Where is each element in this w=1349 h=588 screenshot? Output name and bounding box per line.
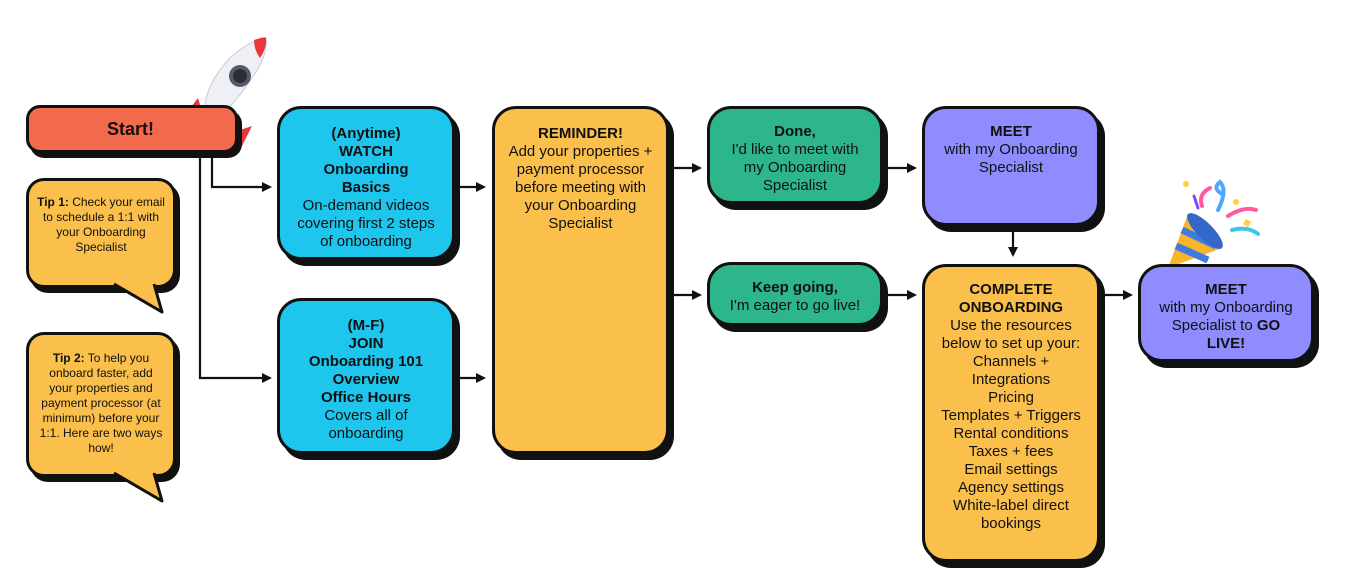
reminder-box: REMINDER! Add your properties + payment …	[492, 106, 669, 454]
go-live-emphasis: GO LIVE!	[1206, 317, 1281, 352]
join-line5: Office Hours	[320, 389, 411, 406]
tip-1-tail	[113, 282, 164, 314]
watch-line3: Onboarding	[323, 161, 409, 178]
tip-1-title: Tip 1:	[37, 195, 69, 209]
done-body: I'd like to meet with my Onboarding Spec…	[731, 141, 859, 194]
keep-going-box: Keep going, I'm eager to go live!	[707, 262, 883, 326]
join-line1: (M-F)	[347, 317, 385, 334]
tip-1-bubble: Tip 1: Check your email to schedule a 1:…	[26, 178, 176, 288]
tip-2-text: To help you onboard faster, add your pro…	[39, 351, 163, 455]
party-popper-icon	[1168, 179, 1260, 268]
complete-item: White-label direct bookings	[953, 497, 1069, 532]
watch-line1: (Anytime)	[331, 125, 401, 142]
reminder-title: REMINDER!	[538, 125, 623, 142]
meet-box: MEET with my Onboarding Specialist	[922, 106, 1100, 226]
watch-line2: WATCH	[339, 143, 393, 160]
join-line2: JOIN	[348, 335, 384, 352]
done-box: Done, I'd like to meet with my Onboardin…	[707, 106, 883, 204]
start-node: Start!	[26, 105, 238, 153]
join-body: Covers all of onboarding	[324, 407, 408, 442]
start-label: Start!	[107, 119, 155, 139]
tip-1-text: Check your email to schedule a 1:1 with …	[42, 195, 165, 254]
complete-onboarding-box: COMPLETE ONBOARDING Use the resources be…	[922, 264, 1100, 562]
go-live-title: MEET	[1205, 281, 1247, 298]
complete-item: Templates + Triggers	[941, 407, 1081, 424]
go-live-box: MEET with my Onboarding Specialist to GO…	[1138, 264, 1314, 362]
meet-title: MEET	[990, 123, 1032, 140]
arrow-start-to-join	[198, 155, 272, 383]
meet-body: with my Onboarding Specialist	[944, 141, 1078, 176]
watch-line4: Basics	[341, 179, 391, 196]
complete-intro: Use the resources below to set up your: …	[941, 317, 1081, 388]
arrow-start-to-watch	[210, 155, 272, 192]
complete-item: Email settings	[964, 461, 1058, 478]
reminder-body: Add your properties + payment processor …	[508, 143, 653, 232]
watch-body: On-demand videos covering first 2 steps …	[297, 197, 435, 250]
done-title: Done,	[774, 123, 816, 140]
join-line4: Overview	[332, 371, 400, 388]
keep-going-body: I'm eager to go live!	[729, 297, 861, 314]
join-line3: Onboarding 101	[308, 353, 424, 370]
complete-item: Rental conditions	[953, 425, 1069, 442]
watch-box: (Anytime) WATCH Onboarding Basics On-dem…	[277, 106, 455, 260]
tip-2-tail	[113, 471, 164, 503]
complete-item: Taxes + fees	[968, 443, 1054, 460]
join-box: (M-F) JOIN Onboarding 101 Overview Offic…	[277, 298, 455, 454]
keep-going-title: Keep going,	[752, 279, 838, 296]
complete-item: Pricing	[988, 389, 1034, 406]
go-live-body: with my Onboarding Specialist to	[1159, 299, 1293, 334]
complete-title2: ONBOARDING	[958, 299, 1064, 316]
complete-item: Agency settings	[958, 479, 1064, 496]
tip-2-bubble: Tip 2: To help you onboard faster, add y…	[26, 332, 176, 477]
complete-title1: COMPLETE	[969, 281, 1053, 298]
tip-2-title: Tip 2:	[52, 351, 85, 365]
